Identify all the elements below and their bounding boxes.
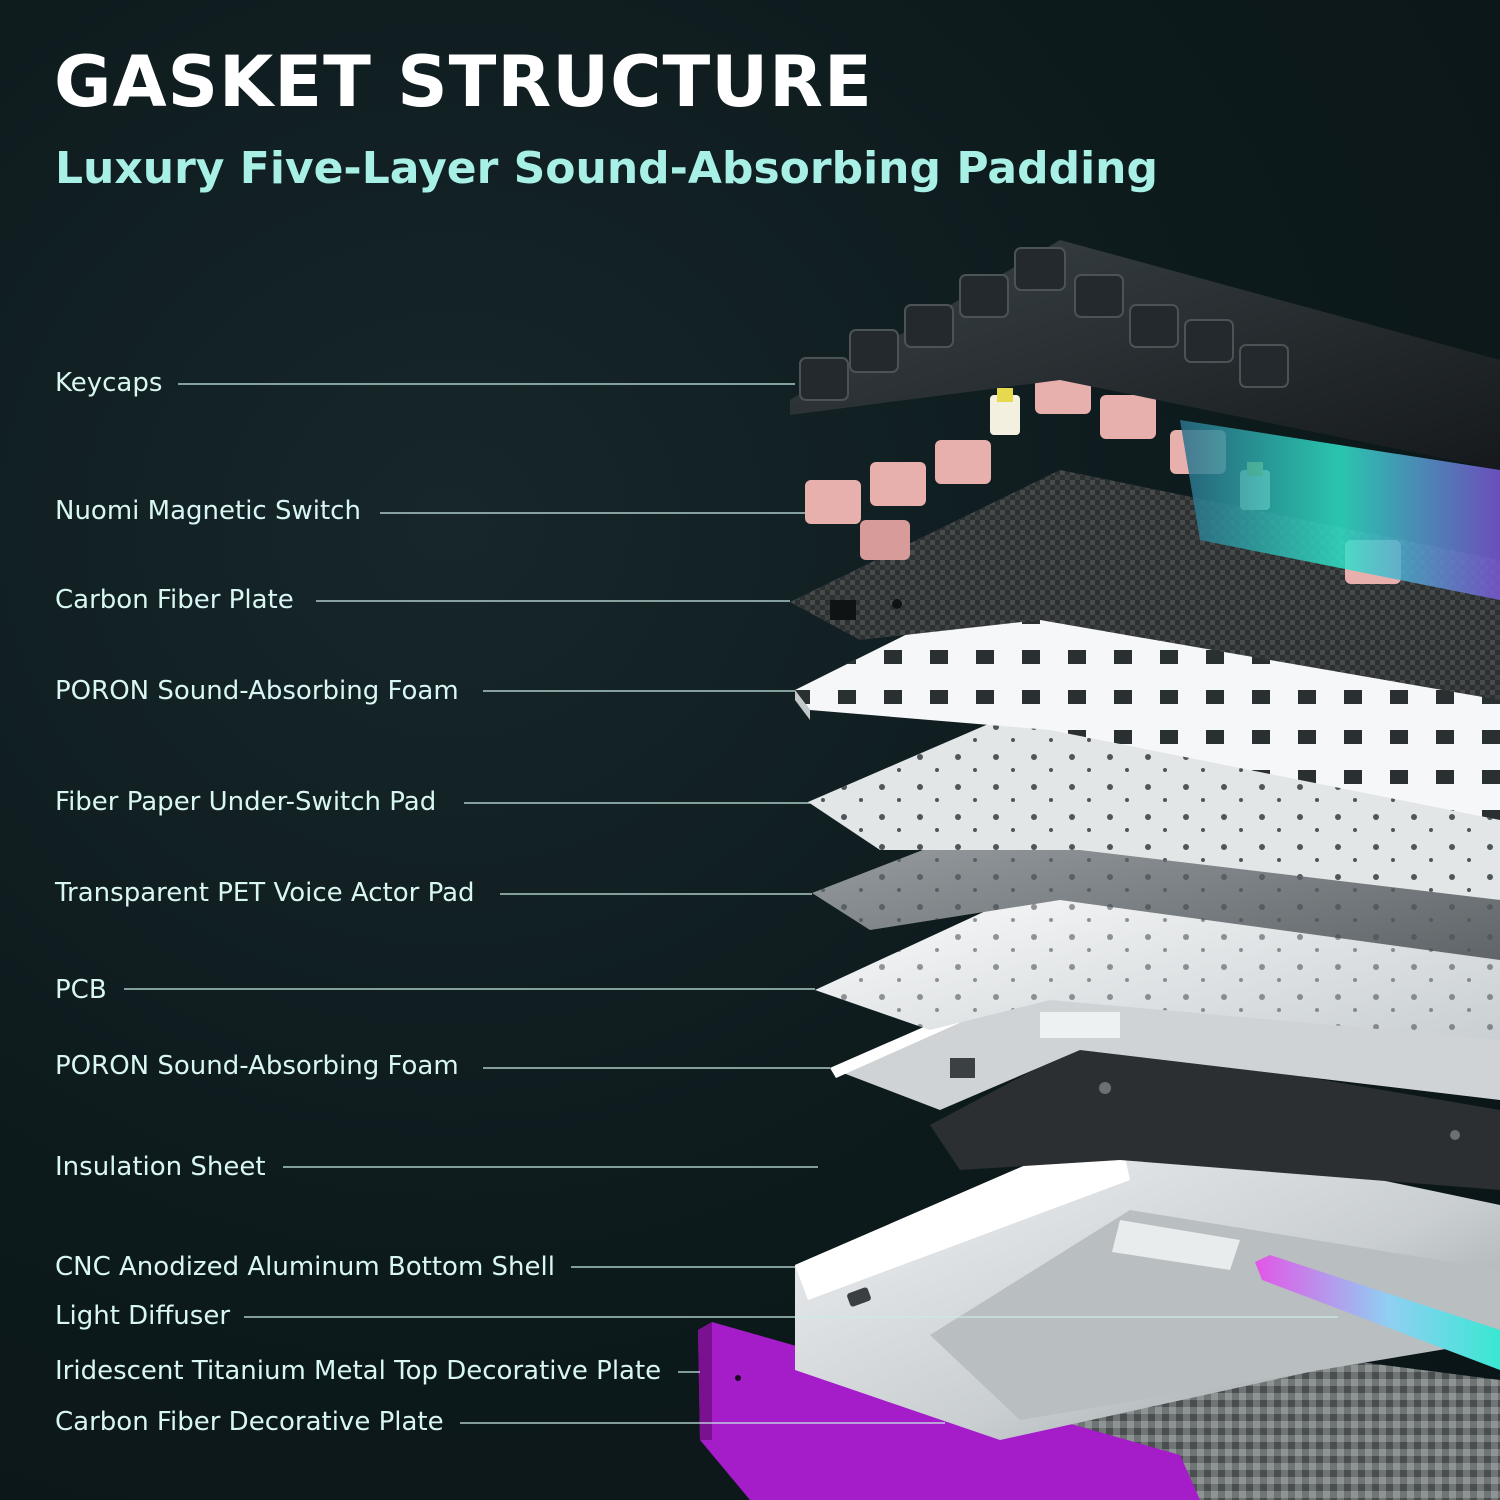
label-aluminum-bottom-shell: CNC Anodized Aluminum Bottom Shell (55, 1252, 555, 1282)
label-insulation-sheet: Insulation Sheet (55, 1152, 266, 1182)
label-titanium-decorative-plate: Iridescent Titanium Metal Top Decorative… (55, 1356, 662, 1386)
light-diffuser (1255, 1255, 1500, 1370)
label-light-diffuser: Light Diffuser (55, 1301, 231, 1331)
label-poron-foam-upper: PORON Sound-Absorbing Foam (55, 676, 459, 706)
insulation-sheet (930, 1040, 1500, 1190)
label-pcb: PCB (55, 975, 107, 1005)
page-title: GASKET STRUCTURE (54, 41, 873, 123)
keycaps (790, 240, 1500, 600)
label-magnetic-switch: Nuomi Magnetic Switch (55, 496, 361, 526)
label-carbon-fiber-plate: Carbon Fiber Plate (55, 585, 294, 615)
label-fiber-paper-pad: Fiber Paper Under-Switch Pad (55, 787, 437, 817)
label-keycaps: Keycaps (55, 368, 163, 398)
leader-lines (124, 383, 1338, 1424)
pet-pad (812, 820, 1500, 960)
label-pet-pad: Transparent PET Voice Actor Pad (55, 878, 475, 908)
label-carbon-fiber-decorative-plate: Carbon Fiber Decorative Plate (55, 1407, 444, 1437)
pcb (815, 858, 1500, 1040)
aluminum-bottom-shell (795, 1125, 1500, 1440)
page-subtitle: Luxury Five-Layer Sound-Absorbing Paddin… (55, 143, 1158, 194)
label-poron-foam-lower: PORON Sound-Absorbing Foam (55, 1051, 459, 1081)
